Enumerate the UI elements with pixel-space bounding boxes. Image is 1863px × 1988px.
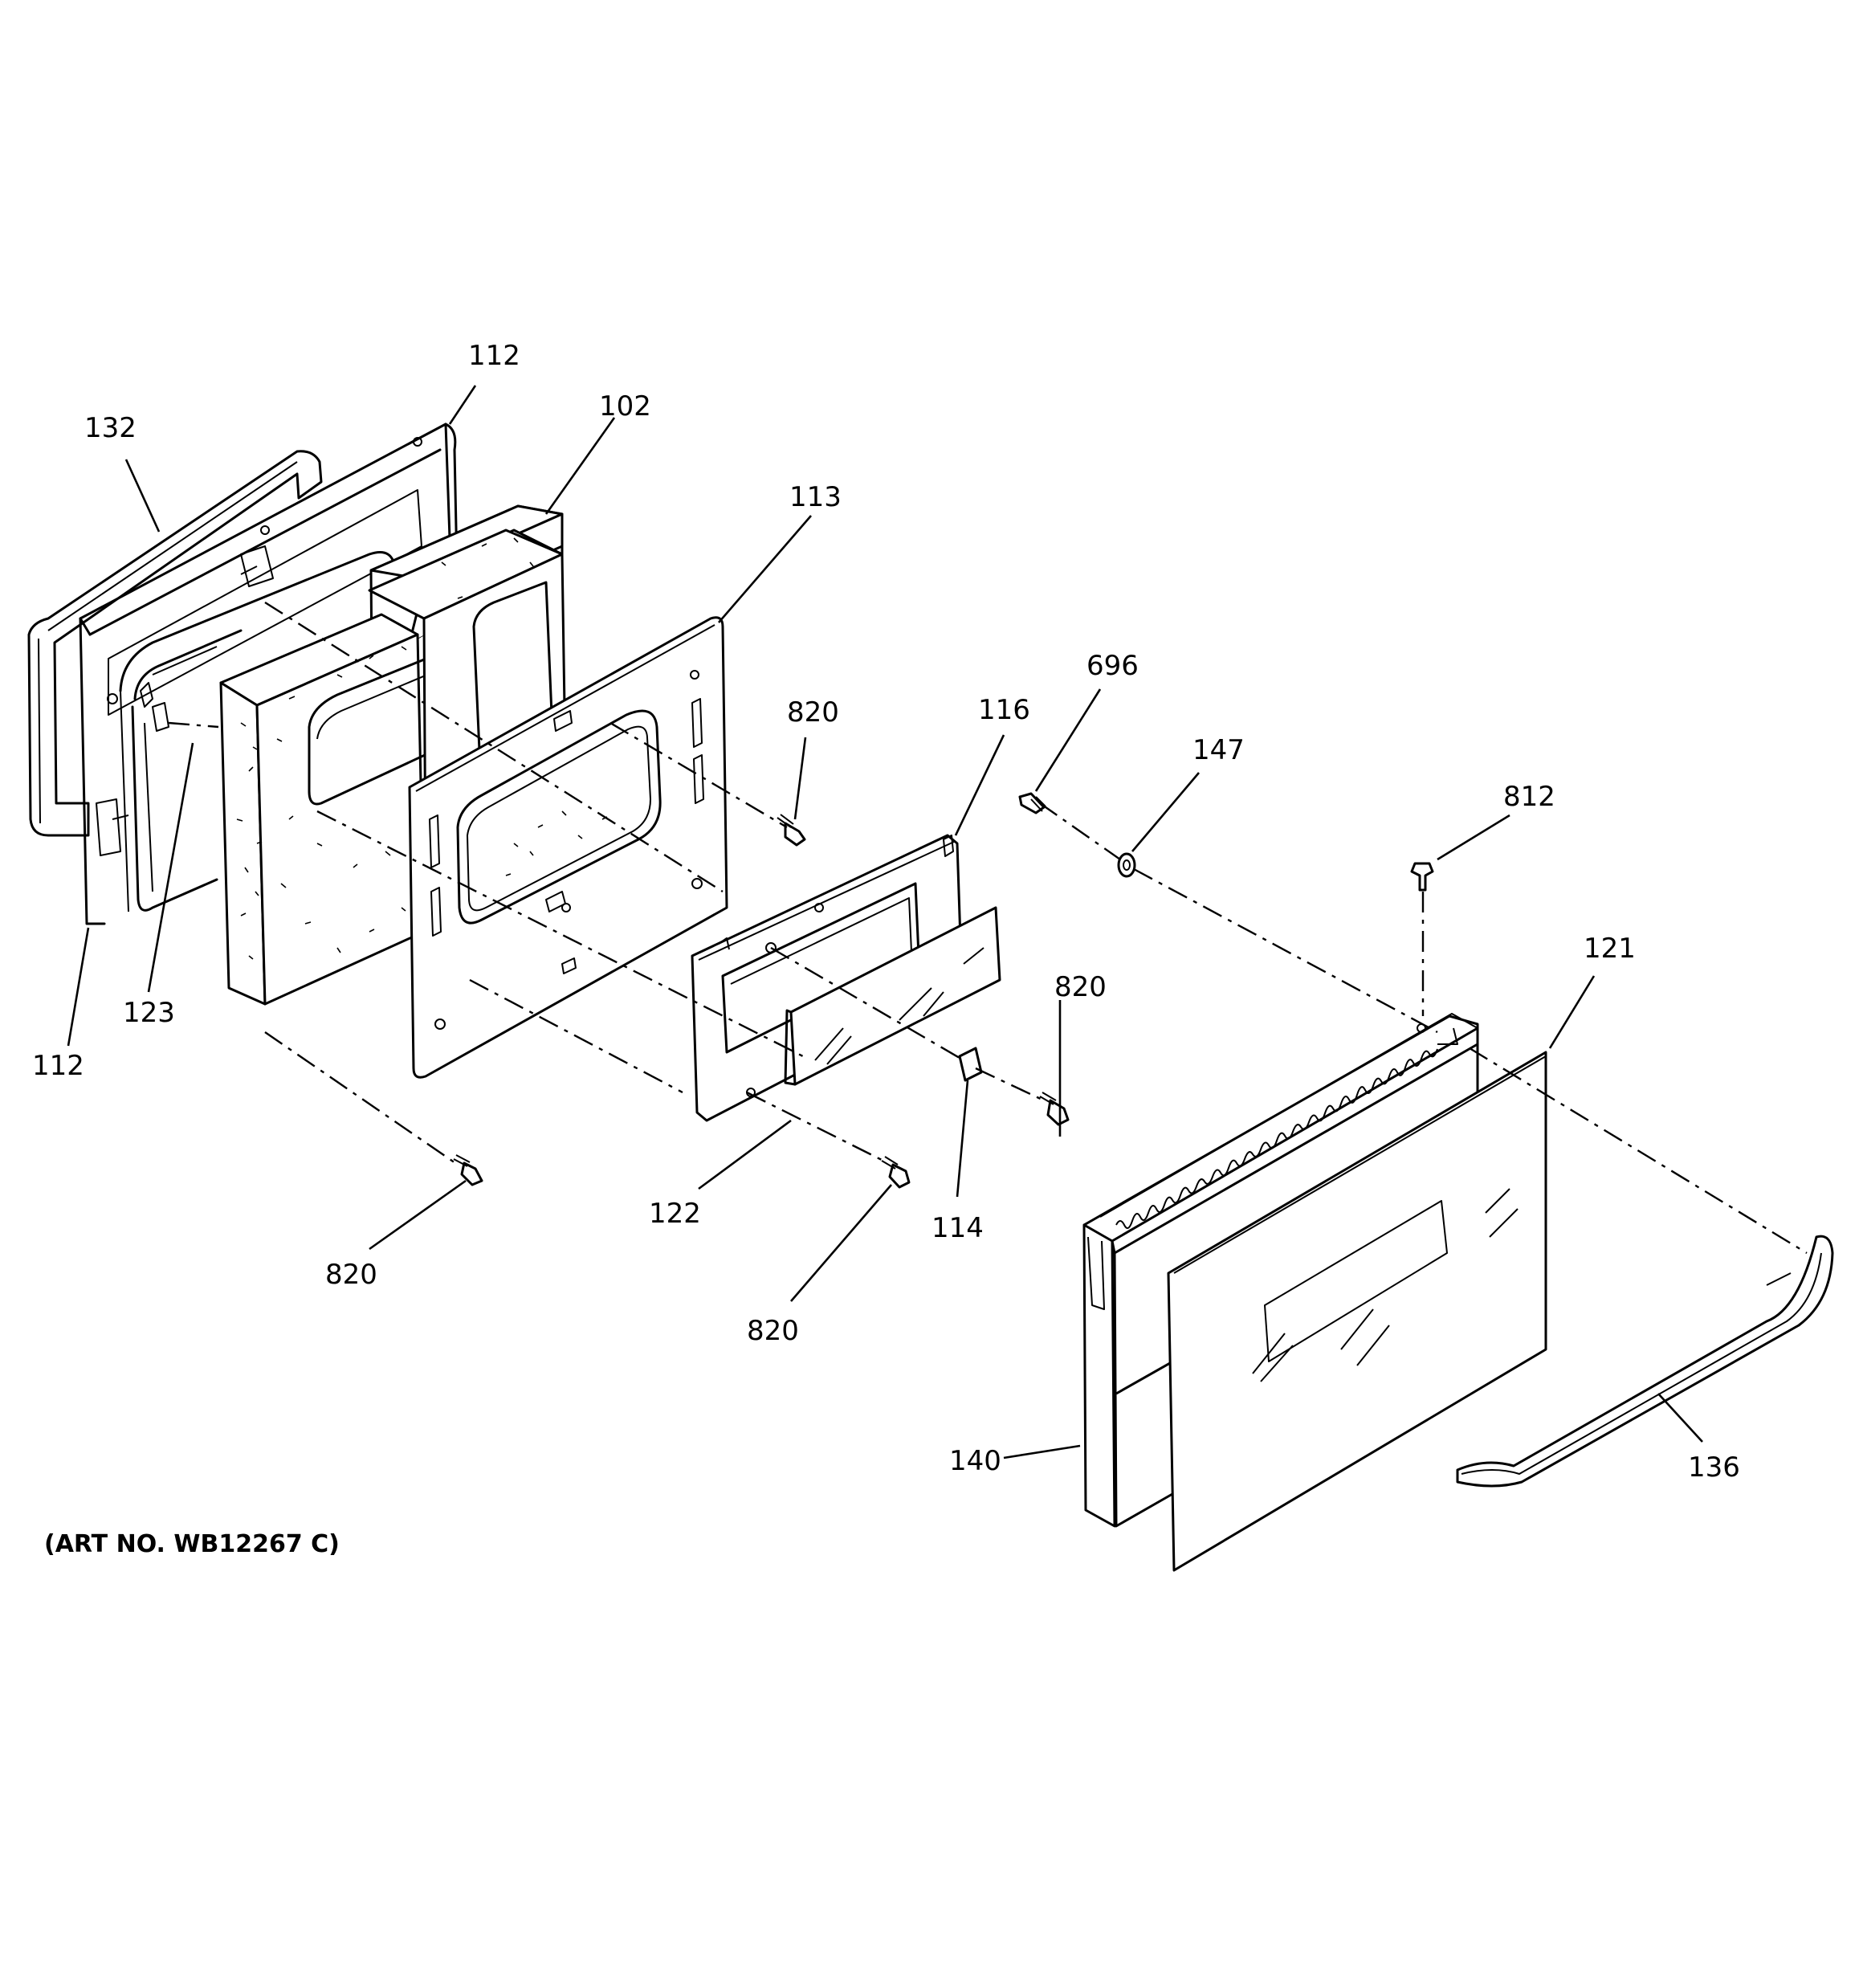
part-114-clip bbox=[958, 1047, 983, 1082]
callout-121: 121 bbox=[1584, 933, 1636, 965]
callout-112-bottom: 112 bbox=[32, 1050, 84, 1082]
part-122-window-glass bbox=[784, 906, 1001, 1086]
callout-113: 113 bbox=[789, 481, 842, 513]
callout-122: 122 bbox=[649, 1198, 701, 1230]
callout-820-b: 820 bbox=[325, 1259, 377, 1291]
part-113-inner-door-panel bbox=[408, 616, 728, 1079]
callout-132: 132 bbox=[84, 412, 137, 444]
callout-147: 147 bbox=[1192, 734, 1245, 766]
callout-820-c: 820 bbox=[1054, 971, 1107, 1003]
screw-812 bbox=[1410, 862, 1434, 892]
washer-147 bbox=[1117, 852, 1136, 878]
callout-140: 140 bbox=[949, 1445, 1001, 1477]
part-112-door-liner bbox=[79, 423, 463, 925]
screw-820-b bbox=[453, 1154, 483, 1186]
part-132-gasket bbox=[27, 450, 323, 837]
screw-820-a bbox=[777, 814, 806, 847]
screw-820-d bbox=[1039, 1092, 1070, 1126]
art-number: (ART NO. WB12267 C) bbox=[44, 1530, 340, 1558]
screw-696 bbox=[1018, 792, 1046, 814]
callout-112-top: 112 bbox=[468, 340, 520, 372]
callout-812: 812 bbox=[1503, 781, 1555, 813]
part-121-outer-glass bbox=[1167, 1051, 1547, 1572]
callout-136: 136 bbox=[1688, 1451, 1740, 1484]
callout-116: 116 bbox=[978, 694, 1030, 726]
callout-820-a: 820 bbox=[787, 696, 839, 729]
screw-820-c bbox=[881, 1156, 911, 1189]
callout-labels: 112 132 102 113 820 116 696 147 812 121 … bbox=[32, 340, 1740, 1484]
part-136-handle bbox=[1456, 1235, 1834, 1488]
leader-lines bbox=[67, 385, 1703, 1459]
callout-114: 114 bbox=[932, 1212, 984, 1244]
callout-696: 696 bbox=[1086, 650, 1139, 682]
callout-123: 123 bbox=[123, 997, 175, 1029]
assembly-lines bbox=[168, 601, 1808, 1255]
callout-820-d: 820 bbox=[747, 1315, 799, 1347]
callout-102: 102 bbox=[599, 390, 651, 423]
